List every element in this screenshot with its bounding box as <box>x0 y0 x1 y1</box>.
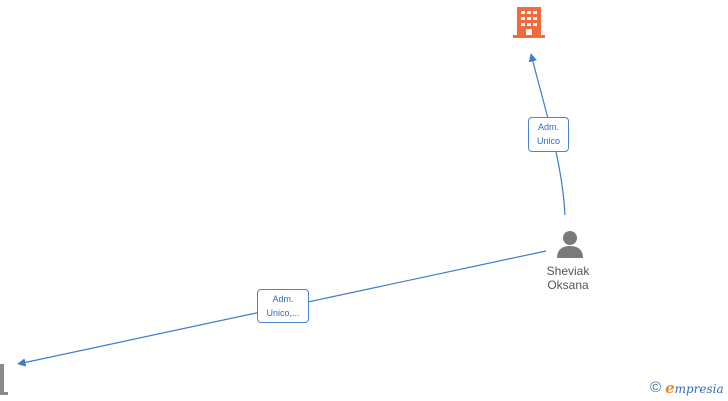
edge-label-adm-unico[interactable]: Adm. Unico <box>528 117 569 152</box>
person-icon[interactable] <box>555 229 585 259</box>
brand-logo: empresia <box>665 378 724 397</box>
person-last-name: Oksana <box>547 278 589 292</box>
edge-label-line: Unico <box>536 136 560 146</box>
copyright-icon: © <box>650 379 662 396</box>
person-first-name: Sheviak <box>546 264 590 278</box>
edge-label-adm-unico-more[interactable]: Adm. Unico,... <box>257 289 309 323</box>
company-building-icon-partial[interactable] <box>0 360 8 396</box>
brand-footer[interactable]: © empresia <box>650 378 724 398</box>
edge-label-line: Adm. <box>272 294 294 304</box>
person-name[interactable]: Sheviak Oksana <box>528 264 608 292</box>
edge-label-line: Adm. <box>537 122 559 132</box>
brand-logo-initial: e <box>665 378 675 397</box>
brand-logo-rest: mpresia <box>674 381 724 396</box>
company-building-icon[interactable] <box>512 5 546 39</box>
edge-label-line: Unico,... <box>266 308 300 318</box>
